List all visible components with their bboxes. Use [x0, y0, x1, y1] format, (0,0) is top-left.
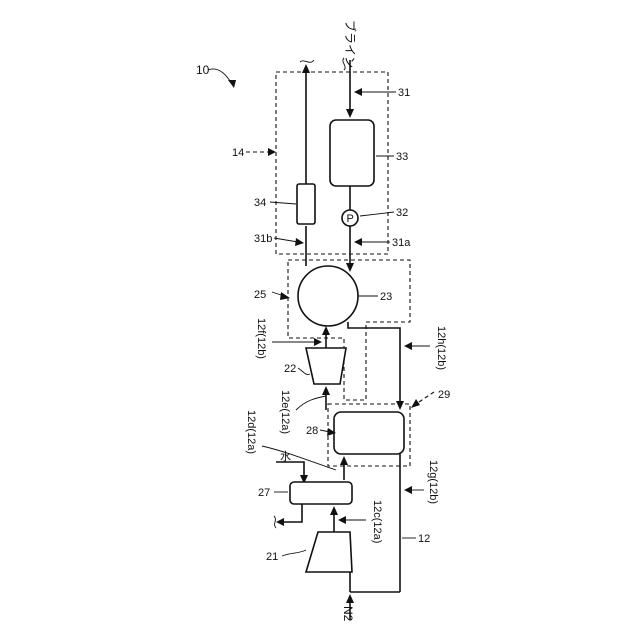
line-12h: [348, 322, 400, 404]
leader-34: [270, 202, 296, 204]
line-12c-arrowhead: [330, 506, 338, 515]
label-12c: 12c(12a): [371, 500, 383, 543]
outlet-break-mark: [300, 60, 314, 62]
cooler-27: [290, 482, 352, 504]
label-23: 23: [380, 291, 392, 303]
leader-21: [282, 550, 306, 556]
leader-12h-arrowhead: [404, 342, 412, 350]
brine-arrowhead: [346, 109, 354, 118]
outlet-arrowhead: [302, 64, 310, 73]
pump-symbol: P: [347, 213, 354, 225]
unit-34: [297, 184, 315, 224]
figure-ref-label: 10: [196, 63, 210, 77]
line-12h-arrowhead: [396, 401, 404, 410]
label-12e: 12e(12a): [279, 390, 291, 434]
label-32: 32: [396, 207, 408, 219]
line-12f-arrowhead: [322, 326, 330, 335]
label-31: 31: [398, 87, 410, 99]
compressor-21: [306, 532, 352, 572]
leader-32: [360, 212, 394, 216]
leader-31-arrowhead: [354, 88, 362, 96]
water-inlet-label: 水: [280, 450, 291, 463]
label-28: 28: [306, 425, 318, 437]
line-12d-arrowhead: [340, 456, 348, 465]
label-33: 33: [396, 151, 408, 163]
heat-exchanger-28: [334, 412, 404, 454]
compressor-22: [306, 348, 346, 384]
label-31a: 31a: [392, 237, 411, 249]
label-12: 12: [418, 533, 430, 545]
label-12h: 12h(12b): [435, 326, 447, 370]
label-14: 14: [232, 147, 244, 159]
leader-12e: [296, 396, 326, 410]
leader-22: [298, 368, 310, 375]
tank-33: [330, 120, 374, 186]
absorber-23: [298, 266, 358, 326]
leader-29: [416, 392, 434, 404]
label-12d: 12d(12a): [245, 410, 257, 454]
label-21: 21: [266, 551, 278, 563]
n2-inlet-label: N2: [341, 606, 355, 622]
figure-ref-arrowhead: [228, 80, 236, 88]
label-22: 22: [284, 363, 296, 375]
leader-12d: [262, 446, 336, 470]
label-34: 34: [254, 197, 266, 209]
label-31b: 31b: [254, 233, 272, 245]
leader-12f-arrowhead: [314, 338, 322, 346]
leader-31a-arrowhead: [354, 238, 362, 246]
water-in-line: [276, 462, 304, 480]
water-out-arrowhead: [276, 518, 284, 526]
label-12f: 12f(12b): [255, 318, 267, 359]
label-29: 29: [438, 389, 450, 401]
figure-ref-leader: [208, 69, 232, 84]
leader-12g-arrowhead: [404, 486, 412, 494]
label-12g: 12g(12b): [427, 460, 439, 504]
label-25: 25: [254, 289, 266, 301]
leader-14-arrowhead: [268, 148, 276, 156]
line-12e-arrowhead: [322, 386, 330, 395]
leader-31b: [274, 238, 298, 242]
leader-12c-arrowhead: [338, 516, 346, 524]
n2-inlet-arrowhead: [346, 594, 354, 603]
leader-29-arrowhead: [411, 399, 420, 408]
line-31a-arrowhead: [346, 263, 354, 272]
label-27: 27: [258, 487, 270, 499]
leader-31b-arrowhead: [295, 238, 304, 246]
water-out-break-mark: [274, 516, 276, 528]
